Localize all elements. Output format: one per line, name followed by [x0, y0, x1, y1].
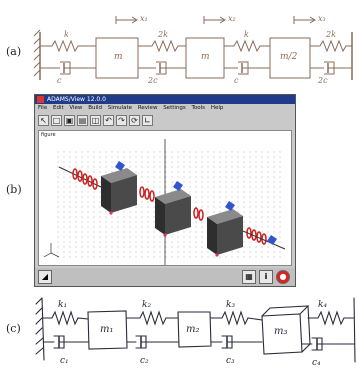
menu-file[interactable]: File — [38, 105, 48, 111]
panel-label-c: (c) — [6, 322, 21, 335]
marker-b-2 — [173, 181, 183, 191]
rotate-icon[interactable]: ⟳ — [129, 115, 140, 126]
joint-b-1 — [109, 211, 113, 215]
damper-label-c-1: c₁ — [60, 356, 69, 366]
menu-tools[interactable]: Tools — [191, 105, 206, 111]
marker-b-1 — [115, 161, 125, 171]
joint-b-3 — [215, 253, 219, 257]
spring-label-a-2: 2k — [158, 30, 168, 39]
damper-label-a-3: c — [234, 76, 239, 85]
window-titlebar: ADAMS/View 12.0.0 — [35, 95, 295, 104]
adams-window: ADAMS/View 12.0.0 File Edit View Build S… — [34, 94, 296, 287]
block-b-1 — [101, 168, 137, 213]
menu-help[interactable]: Help — [210, 105, 224, 111]
joint-b-2 — [163, 233, 167, 237]
measure-icon[interactable]: ∟ — [142, 115, 153, 126]
spring-label-c-1: k₁ — [58, 300, 68, 310]
damper-label-a-2: 2c — [148, 76, 158, 85]
model-viewport[interactable]: figure — [38, 130, 292, 266]
viewport-label: figure — [41, 132, 56, 138]
mass-label-c-3: m₃ — [274, 326, 288, 337]
panel-label-a: (a) — [6, 45, 22, 58]
new-file-icon[interactable]: □ — [51, 115, 62, 126]
toolbox-icon[interactable]: ◢ — [38, 270, 52, 284]
spring-b-2 — [139, 186, 155, 202]
panel-label-b: (b) — [6, 183, 22, 196]
spring-label-c-2: k₂ — [142, 300, 152, 310]
mass-label-c-1: m₁ — [100, 324, 114, 335]
chart-icon[interactable]: ▦ — [242, 270, 256, 284]
print-icon[interactable]: ◫ — [90, 115, 101, 126]
info-button[interactable]: i — [259, 270, 273, 284]
damper-label-a-4: 2c — [318, 76, 328, 85]
stop-icon[interactable]: ● — [276, 270, 290, 284]
app-icon — [37, 96, 44, 103]
marker-b-4 — [267, 235, 277, 245]
block-b-3 — [207, 209, 243, 255]
disp-label-x2: x₂ — [228, 14, 236, 23]
marker-b-3 — [225, 201, 235, 211]
menu-view[interactable]: View — [69, 105, 83, 111]
spring-b-1 — [72, 168, 98, 190]
mass-label-c-2: m₂ — [186, 324, 200, 335]
spring-label-a-1: k — [64, 30, 69, 39]
undo-icon[interactable]: ↶ — [103, 115, 114, 126]
menu-edit[interactable]: Edit — [52, 105, 64, 111]
block-b-2 — [155, 189, 191, 235]
damper-label-c-2: c₂ — [140, 356, 149, 366]
menu-build[interactable]: Build — [88, 105, 102, 111]
window-title: ADAMS/View 12.0.0 — [47, 96, 106, 103]
save-icon[interactable]: ▣ — [64, 115, 75, 126]
axis-triad-icon — [43, 243, 60, 258]
damper-label-c-3: c₃ — [226, 356, 235, 366]
menu-bar: File Edit View Build Simulate Review Set… — [35, 104, 295, 113]
open-icon[interactable]: ▤ — [77, 115, 88, 126]
mass-label-a-3: m/2 — [280, 52, 298, 62]
mass-label-a-1: m — [114, 52, 123, 62]
damper-label-a-1: c — [57, 76, 62, 85]
select-arrow-icon[interactable]: ↖ — [38, 115, 49, 126]
spring-label-c-3: k₃ — [226, 300, 236, 310]
status-bar: ◢ ▦ i ● — [35, 268, 295, 286]
damper-label-c-4: c₄ — [312, 358, 321, 368]
disp-label-x1: x₁ — [140, 14, 148, 23]
redo-icon[interactable]: ↷ — [116, 115, 127, 126]
spring-b-3 — [193, 207, 204, 221]
disp-label-x3: x₃ — [318, 14, 326, 23]
menu-settings[interactable]: Settings — [163, 105, 186, 111]
toolbar: ↖ □ ▣ ▤ ◫ ↶ ↷ ⟳ ∟ — [35, 113, 295, 128]
left-rod — [58, 166, 102, 188]
right-rod — [242, 230, 286, 250]
mass-label-a-2: m — [201, 52, 210, 62]
spring-label-a-4: 2k — [326, 30, 336, 39]
menu-review[interactable]: Review — [137, 105, 158, 111]
menu-simulate[interactable]: Simulate — [107, 105, 133, 111]
spring-label-a-3: k — [244, 30, 249, 39]
spring-label-c-4: k₄ — [318, 300, 328, 310]
model-scene — [43, 139, 286, 265]
